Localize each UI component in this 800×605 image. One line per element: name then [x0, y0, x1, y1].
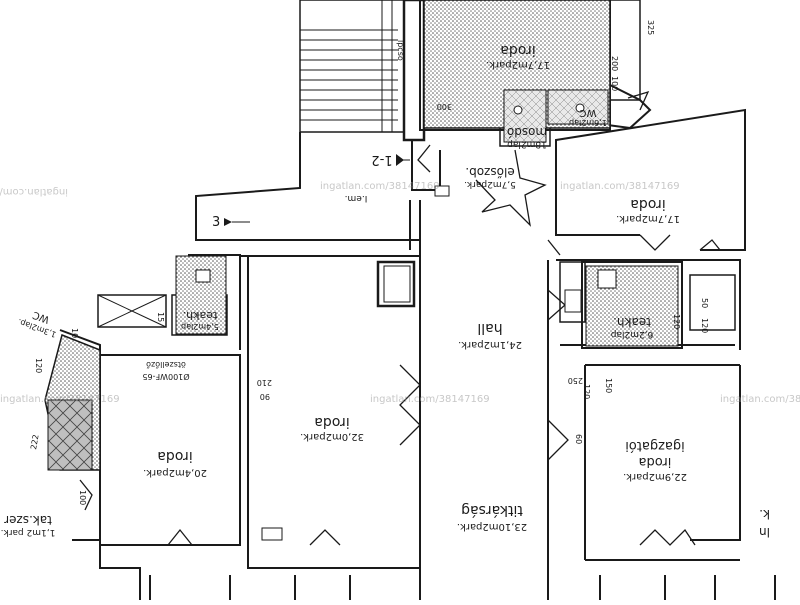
room-name: mosdó: [507, 125, 547, 139]
room-labels: iroda 17,7m2park. mosdó 18m2lap WC 1,6m2…: [1, 40, 687, 537]
room-area: 18m2lap: [507, 139, 547, 149]
room-area: 1,6m2lap: [569, 118, 607, 127]
room-name: WC: [31, 309, 51, 325]
svg-text:ingatlan.com/38147169: ingatlan.com/38147169: [0, 186, 68, 197]
room-name: iroda: [630, 196, 665, 212]
dimension: 250: [568, 376, 583, 385]
doors: [79, 90, 721, 546]
dimension: 100: [78, 490, 87, 505]
section-marker: 3: [212, 215, 220, 230]
stair-treads: [300, 0, 398, 132]
dimension: 50: [700, 298, 709, 308]
dimension: 150: [604, 378, 613, 393]
watermark-text: ingatlan.com/38147169: [370, 394, 490, 405]
walls: [59, 0, 776, 600]
edge-fragment: k.: [759, 507, 770, 521]
dimension: 100: [610, 76, 619, 91]
floor-label: I.em.: [345, 193, 368, 203]
room-area: 5,7m2park.: [464, 179, 516, 189]
room-area: 5,4m2lap: [181, 322, 219, 331]
room-name-sub: iroda: [639, 454, 672, 469]
watermark-text: ingatlan.com/38147169: [560, 181, 680, 192]
dimension: 210: [257, 378, 272, 387]
dimension: 300: [437, 102, 452, 111]
room-area: 22,9m2park.: [623, 471, 687, 482]
room-area: 17,7m2park.: [486, 59, 550, 70]
section-markers: 1-2 3: [212, 152, 410, 230]
room-area: 20,4m2park.: [143, 467, 207, 478]
room-name: iroda: [500, 42, 535, 58]
dimension: 60: [574, 434, 583, 444]
room-name: tak.szer: [4, 513, 52, 527]
dimension-labels: 325 200 100 300 10 120 222 100 210 90 15…: [29, 20, 709, 505]
room-area: 6,2m2lap: [610, 329, 653, 339]
room-name: előszob.: [465, 165, 514, 179]
dimension: 120: [582, 384, 591, 399]
room-name: igazgatói: [625, 438, 685, 453]
stair-label: lpcsö: [396, 40, 405, 61]
dimension: 120: [672, 314, 681, 329]
dimension: 200: [610, 56, 619, 71]
watermarks: ingatlan.com/38147169 ingatlan.com/38147…: [0, 181, 800, 405]
dimension: 222: [29, 434, 41, 451]
edge-fragment: ln: [759, 525, 770, 539]
section-marker: 1-2: [371, 152, 392, 167]
room-name: teakh.: [183, 309, 218, 322]
room-name: iroda: [314, 414, 349, 430]
room-name: iroda: [157, 448, 192, 464]
room-name: WC: [580, 107, 597, 118]
room-area: 1,1m2 park.: [1, 527, 56, 537]
fixtures: [195, 103, 617, 541]
watermark-text: ingatlan.com/38147169: [320, 181, 440, 192]
room-area: 32,0m2park.: [300, 431, 364, 442]
room-name: titkárság: [461, 502, 523, 518]
vent-spec: Ø100WF-65: [142, 372, 189, 382]
edge-text: k. ln: [759, 507, 770, 539]
dimension: 120: [700, 318, 709, 333]
watermark-text: ingatlan.com/38147169: [0, 394, 120, 405]
room-area: 24,1m2park.: [458, 339, 522, 350]
dimension: 120: [34, 358, 43, 373]
dimension: 325: [646, 20, 655, 35]
dimension: 90: [260, 392, 270, 401]
vent-label: ötszellőző: [146, 360, 186, 369]
room-name: teakh.: [613, 315, 651, 329]
dimension: 15: [156, 312, 165, 322]
room-area: 23,10m2park.: [457, 521, 527, 532]
dimension: 10: [70, 328, 79, 338]
watermark-text: ingatlan.com/38147169: [720, 394, 800, 405]
room-name: hall: [477, 320, 502, 336]
room-area: 17,7m2park.: [616, 213, 680, 224]
